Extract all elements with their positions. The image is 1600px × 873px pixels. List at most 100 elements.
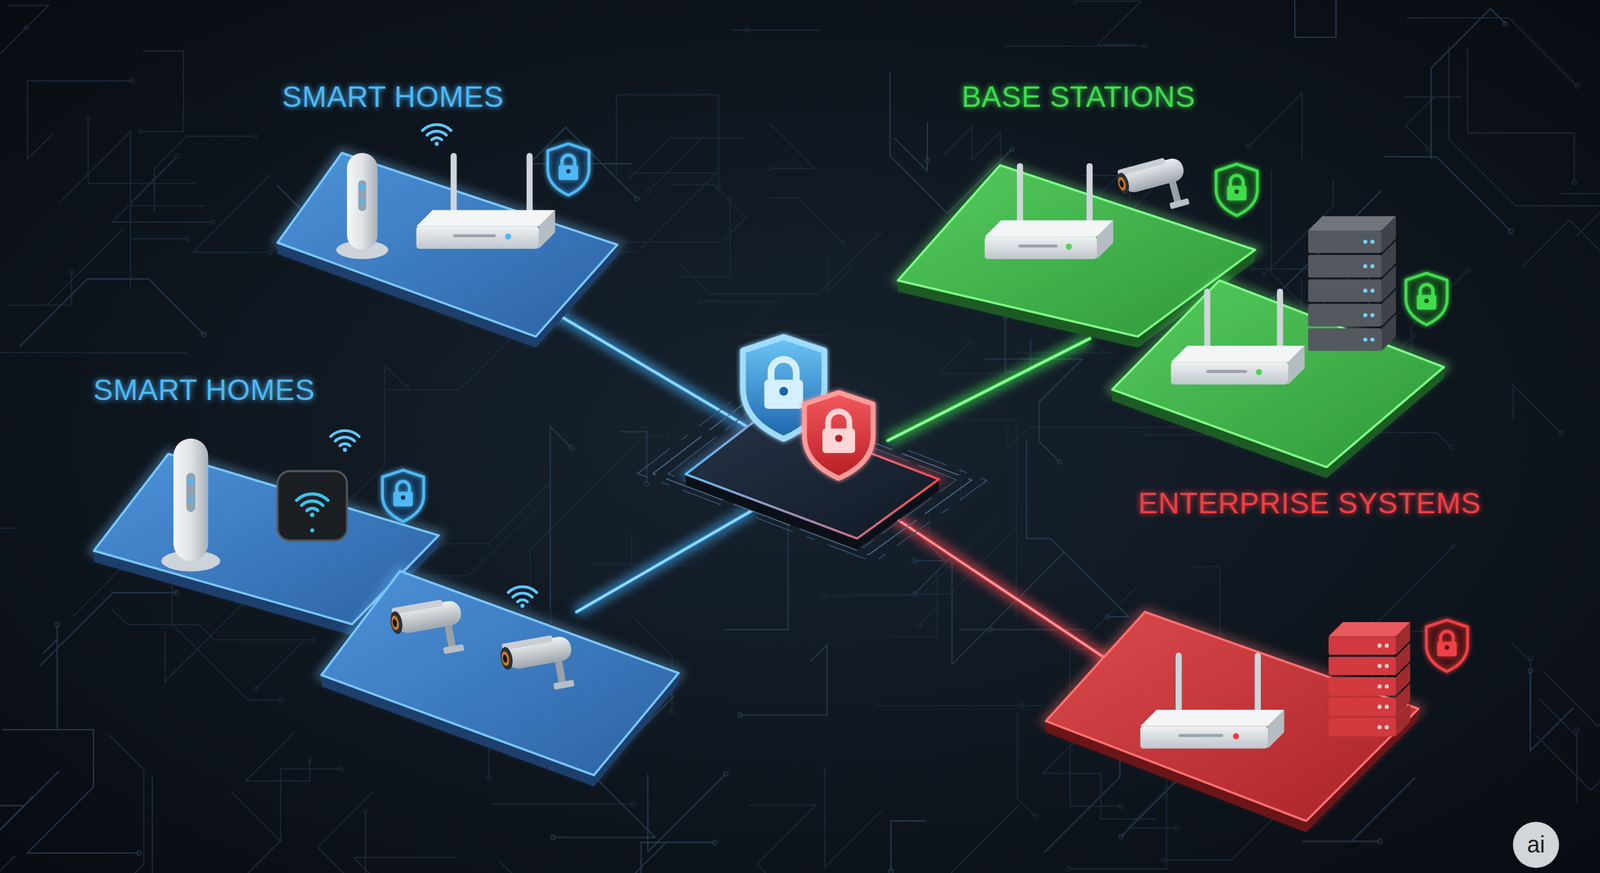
circuit-pad: [737, 712, 743, 718]
circuit-trace: [1521, 220, 1600, 280]
camera-lens-core: [392, 618, 398, 628]
circuit-trace: [0, 855, 16, 873]
lock-body: [558, 165, 579, 180]
circuit-trace: [768, 122, 815, 169]
server-light: [1377, 684, 1382, 688]
circuit-pad: [917, 623, 922, 628]
server-light: [1363, 288, 1368, 293]
circuit-trace: [700, 301, 829, 336]
circuit-trace: [1017, 712, 1036, 816]
shield-icon: [1216, 164, 1257, 216]
server-light: [1377, 643, 1382, 648]
server-stack: [1308, 216, 1396, 351]
lock-shackle: [1420, 284, 1433, 297]
small-shield: [382, 470, 424, 522]
router: [416, 152, 556, 249]
circuit-trace: [1406, 17, 1578, 86]
circuit-pad: [138, 129, 143, 134]
server-unit: [1328, 718, 1396, 737]
server-unit: [1328, 636, 1396, 655]
green-link-line: [887, 338, 1090, 441]
blue-link-line: [576, 510, 754, 612]
circuit-trace: [1005, 45, 1146, 47]
circuit-pad: [1160, 857, 1166, 863]
server-light: [1384, 725, 1389, 729]
circuit-pad: [481, 558, 486, 563]
router-side: [1267, 709, 1285, 749]
camera-mount-plate: [1169, 198, 1190, 210]
speaker-band: [358, 179, 367, 211]
line-highlight: [576, 510, 754, 612]
wifi-dot: [343, 448, 347, 452]
router: [1140, 652, 1285, 749]
server-unit: [1308, 328, 1382, 351]
circuit-pad: [987, 627, 992, 632]
router-antenna: [1254, 652, 1261, 715]
wifi-symbol: [508, 586, 537, 608]
speaker-light: [359, 184, 366, 191]
lock-shackle: [828, 411, 850, 431]
shield-icon: [1406, 273, 1448, 325]
circuit-pad: [307, 757, 313, 762]
circuit-pad: [1465, 268, 1471, 273]
camera-lens-core: [502, 654, 508, 664]
circuit-trace: [1007, 426, 1186, 450]
router-front: [416, 226, 539, 249]
circuit-pad: [24, 24, 29, 30]
base-station-tile: [1112, 280, 1444, 479]
circuit-trace: [19, 279, 205, 347]
circuit-trace: [1368, 546, 1454, 632]
circuit-pad: [1019, 703, 1024, 708]
circuit-trace: [245, 731, 310, 781]
server-light: [1384, 684, 1389, 688]
platform-node: SMART HOMES: [277, 77, 510, 117]
wifi-arc: [508, 586, 537, 593]
circuit-pad: [1575, 83, 1580, 89]
router-top: [1140, 709, 1285, 726]
circuit-pad: [136, 850, 142, 856]
wifi-symbol: [422, 124, 452, 146]
circuit-pad: [174, 590, 179, 595]
circuit-pad: [312, 637, 317, 642]
circuit-pad: [853, 592, 859, 597]
router-led: [1065, 243, 1072, 251]
lock-body: [392, 491, 413, 507]
lock-shackle: [561, 154, 575, 167]
circuit-pad: [1246, 144, 1252, 149]
circuit-trace: [1404, 97, 1462, 150]
shield-icon: [1426, 620, 1468, 672]
camera-lens-ring: [389, 610, 405, 635]
line-highlight: [887, 338, 1090, 441]
router-top: [416, 209, 556, 226]
server-light: [1377, 704, 1382, 709]
lock-keyhole: [1424, 298, 1430, 303]
circuit-trace: [192, 174, 271, 253]
speaker-band: [186, 472, 196, 512]
red-link-line: [875, 504, 1125, 672]
circuit-pad: [967, 340, 972, 345]
router-antenna: [1204, 288, 1211, 351]
circuit-pad: [1119, 803, 1124, 809]
circuit-pad: [551, 835, 556, 840]
wifi-arc: [432, 137, 443, 140]
circuit-trace: [1467, 48, 1574, 183]
platform-label: SMART HOMES: [282, 80, 505, 114]
circuit-trace: [0, 528, 16, 570]
shield-icon: [804, 392, 873, 479]
server-unit: [1308, 279, 1382, 303]
wifi-dot: [309, 512, 315, 518]
router-top: [1171, 345, 1305, 362]
server-light: [1384, 643, 1389, 648]
circuit-trace: [735, 805, 816, 873]
circuit-pad: [1118, 834, 1124, 840]
lock-shackle: [771, 359, 797, 382]
wifi-arc: [296, 494, 328, 501]
circuit-pad: [253, 686, 258, 692]
lock-body: [1437, 641, 1458, 656]
tile-face: [1112, 280, 1444, 468]
circuit-trace: [739, 645, 827, 716]
circuit-trace: [1246, 92, 1302, 159]
circuit-trace: [100, 775, 153, 873]
circuit-trace: [732, 29, 820, 31]
lock-keyhole: [1234, 189, 1240, 194]
